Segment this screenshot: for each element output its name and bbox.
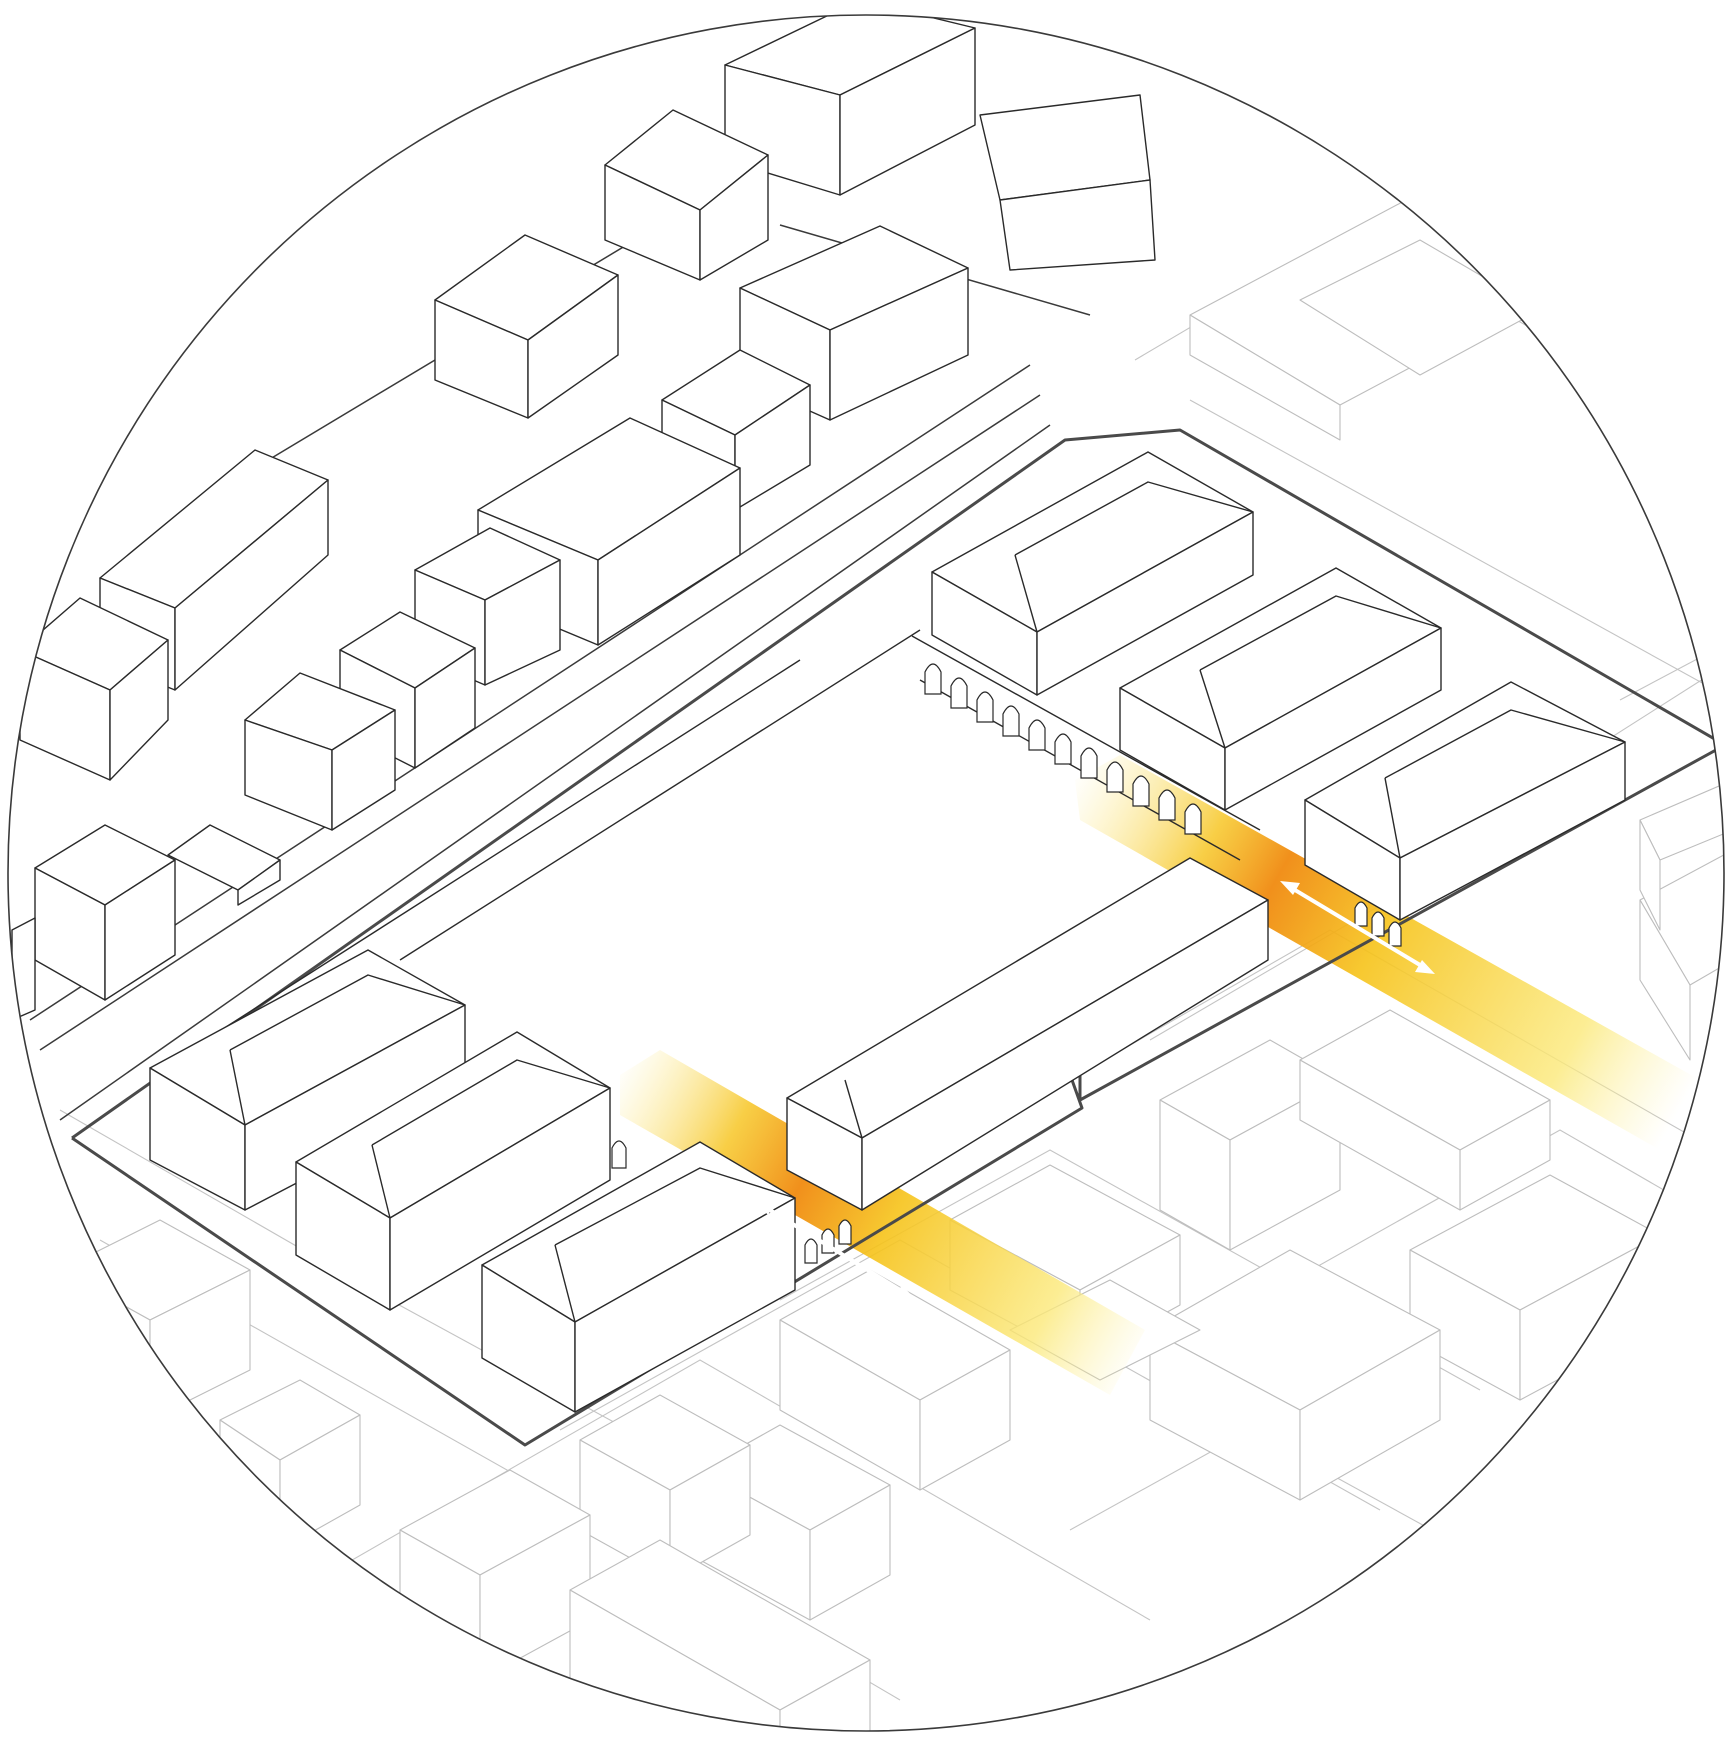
arch-icon (1055, 734, 1071, 764)
arch-icon (1107, 762, 1123, 792)
arch-icon (1185, 804, 1201, 834)
arch-icon (977, 692, 993, 722)
arch-icon (805, 1239, 817, 1263)
arch-icon (1081, 748, 1097, 778)
arch-icon (1372, 912, 1384, 936)
context-buildings-southeast (60, 150, 1733, 1747)
arch-icon (951, 678, 967, 708)
arch-icon (1029, 720, 1045, 750)
arch-icon (1389, 922, 1401, 946)
arch-icon (1133, 776, 1149, 806)
arch-icon (612, 1141, 626, 1168)
arch-icon (1159, 790, 1175, 820)
arch-icon (1355, 902, 1367, 926)
arch-icon (925, 664, 941, 694)
arch-icon (1003, 706, 1019, 736)
arch-icon (839, 1220, 851, 1244)
